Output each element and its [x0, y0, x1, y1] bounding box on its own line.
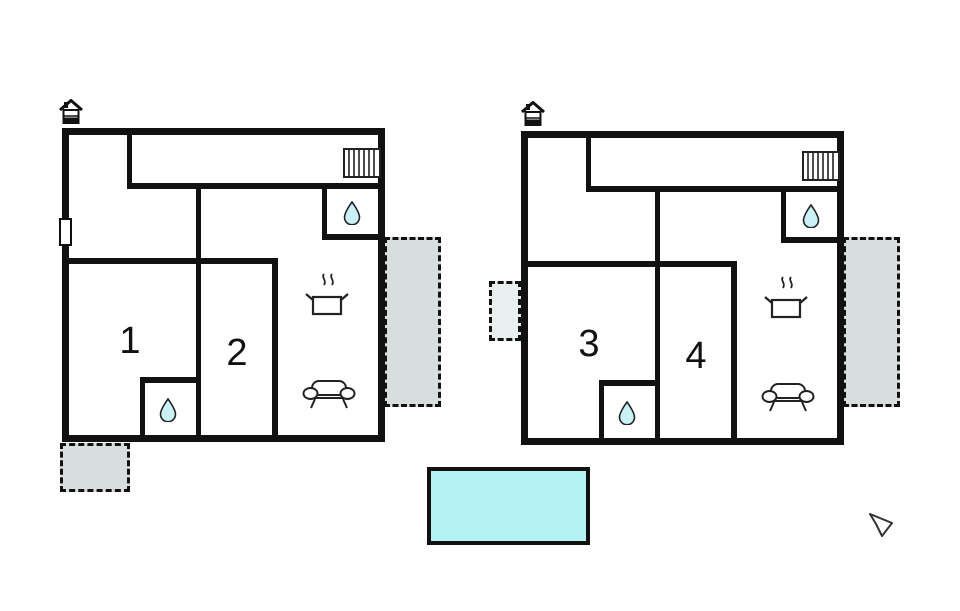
wall — [62, 128, 69, 442]
house-icon — [521, 101, 545, 127]
wall — [322, 183, 327, 240]
wall — [196, 183, 201, 442]
pot-with-steam-icon — [304, 272, 350, 320]
swimming-pool — [427, 467, 590, 545]
water-drop-icon — [802, 204, 820, 228]
room-2-label: 2 — [226, 332, 248, 374]
house-icon — [59, 99, 83, 125]
window — [59, 218, 72, 246]
pot-with-steam-icon — [763, 275, 809, 323]
terrace-right-unit-2 — [843, 237, 900, 407]
wall — [521, 131, 528, 445]
cursor-arrow-icon — [866, 510, 896, 540]
wall — [140, 377, 201, 383]
wall — [599, 380, 604, 445]
radiator-icon — [802, 151, 840, 181]
wall — [586, 131, 591, 192]
terrace-left-unit-2 — [489, 281, 521, 341]
wall — [272, 258, 278, 442]
wall — [127, 128, 132, 189]
wall — [378, 128, 385, 442]
wall — [781, 237, 844, 243]
wall — [837, 131, 844, 445]
unit-1-plan: 1 2 — [59, 128, 385, 442]
water-drop-icon — [343, 201, 361, 225]
wall — [655, 186, 660, 445]
terrace-bottom-unit-1 — [60, 443, 130, 492]
sofa-icon — [761, 381, 815, 413]
wall — [521, 261, 737, 267]
unit-2-plan: 3 4 — [521, 131, 844, 445]
radiator-icon — [343, 148, 381, 178]
room-3-label: 3 — [578, 323, 600, 365]
wall — [62, 435, 385, 442]
wall — [586, 186, 844, 192]
wall — [599, 380, 660, 386]
wall — [127, 183, 385, 189]
water-drop-icon — [159, 398, 177, 422]
room-1-label: 1 — [119, 320, 141, 362]
wall — [521, 438, 844, 445]
wall — [731, 261, 737, 445]
water-drop-icon — [618, 401, 636, 425]
wall — [781, 186, 786, 243]
wall — [62, 258, 278, 264]
wall — [62, 128, 385, 135]
wall — [140, 377, 145, 442]
terrace-right-unit-1 — [384, 237, 441, 407]
wall — [322, 234, 385, 240]
sofa-icon — [302, 378, 356, 410]
wall — [521, 131, 844, 138]
room-4-label: 4 — [685, 335, 707, 377]
